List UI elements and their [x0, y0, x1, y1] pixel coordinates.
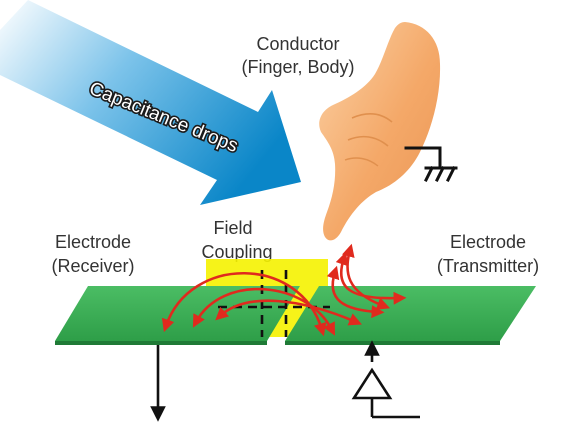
- triangle-amplifier-icon: [351, 340, 420, 419]
- field-coupling-label: Field: [213, 218, 252, 238]
- field-coupling-sublabel: Coupling: [201, 242, 272, 262]
- field-lines: [161, 243, 407, 337]
- conductor-sublabel: (Finger, Body): [241, 57, 354, 77]
- receiver-electrode-sublabel: (Receiver): [51, 256, 134, 276]
- transmitter-electrode-label: Electrode: [450, 232, 526, 252]
- transmitter-electrode-sublabel: (Transmitter): [437, 256, 539, 276]
- pointing-hand-icon: [319, 22, 441, 241]
- ground-symbol-icon: [404, 146, 458, 183]
- conductor-label: Conductor: [256, 34, 339, 54]
- capacitance-arrow: Capacitance drops: [0, 0, 301, 205]
- receiver-electrode-label: Electrode: [55, 232, 131, 252]
